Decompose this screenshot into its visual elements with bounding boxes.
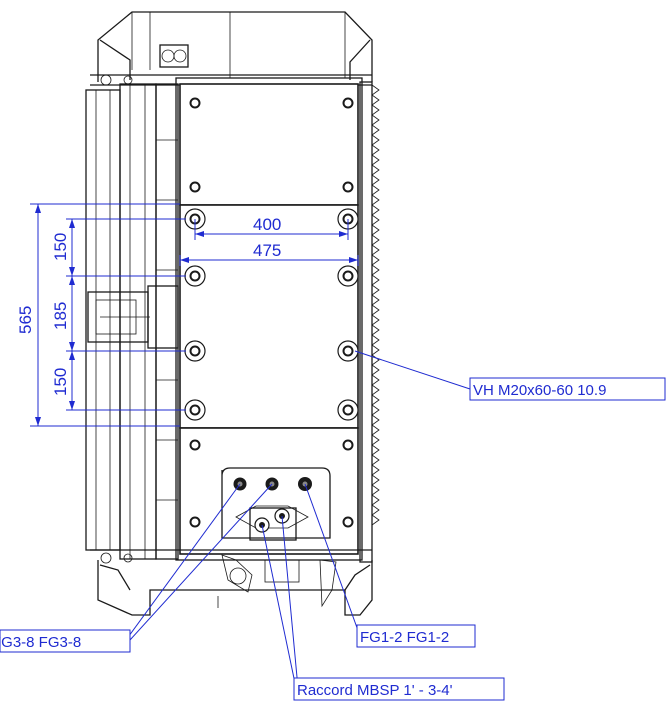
dim-pitch-top: 150 (51, 233, 70, 261)
dim-pitch-middle: 185 (51, 302, 70, 330)
machine-outline (85, 11, 380, 616)
mounting-hole (342, 181, 354, 193)
dim-width-outer: 475 (253, 241, 281, 260)
top-plate-holes (189, 97, 354, 193)
bottom-plate-holes (189, 439, 354, 528)
callout-port-left: FG3-8 FG3-8 (0, 634, 81, 651)
dim-width-inner: 400 (253, 215, 281, 234)
dim-height-total: 565 (16, 306, 35, 334)
callout-port-right: FG1-2 FG1-2 (360, 629, 449, 646)
dimension-lines (30, 203, 359, 427)
callout-port-left-box (0, 629, 131, 653)
callout-fitting-box (293, 677, 505, 701)
callout-bolts-box (469, 377, 666, 401)
dim-pitch-bottom: 150 (51, 368, 70, 396)
mounting-hole (342, 439, 354, 451)
callout-bolts: VH M20x60-60 10.9 (473, 382, 606, 399)
mounting-hole (189, 516, 201, 528)
middle-plate (179, 204, 359, 429)
callout-port-right-box (356, 624, 476, 648)
mounting-hole (342, 516, 354, 528)
bolt-holes (184, 208, 359, 421)
mounting-hole (342, 97, 354, 109)
leader-lines (125, 350, 471, 689)
top-plate (179, 83, 359, 206)
mounting-hole (189, 439, 201, 451)
bottom-plate (179, 427, 359, 555)
mounting-hole (189, 97, 201, 109)
callout-fitting: Raccord MBSP 1' - 3-4' (297, 682, 453, 699)
mounting-hole (189, 181, 201, 193)
